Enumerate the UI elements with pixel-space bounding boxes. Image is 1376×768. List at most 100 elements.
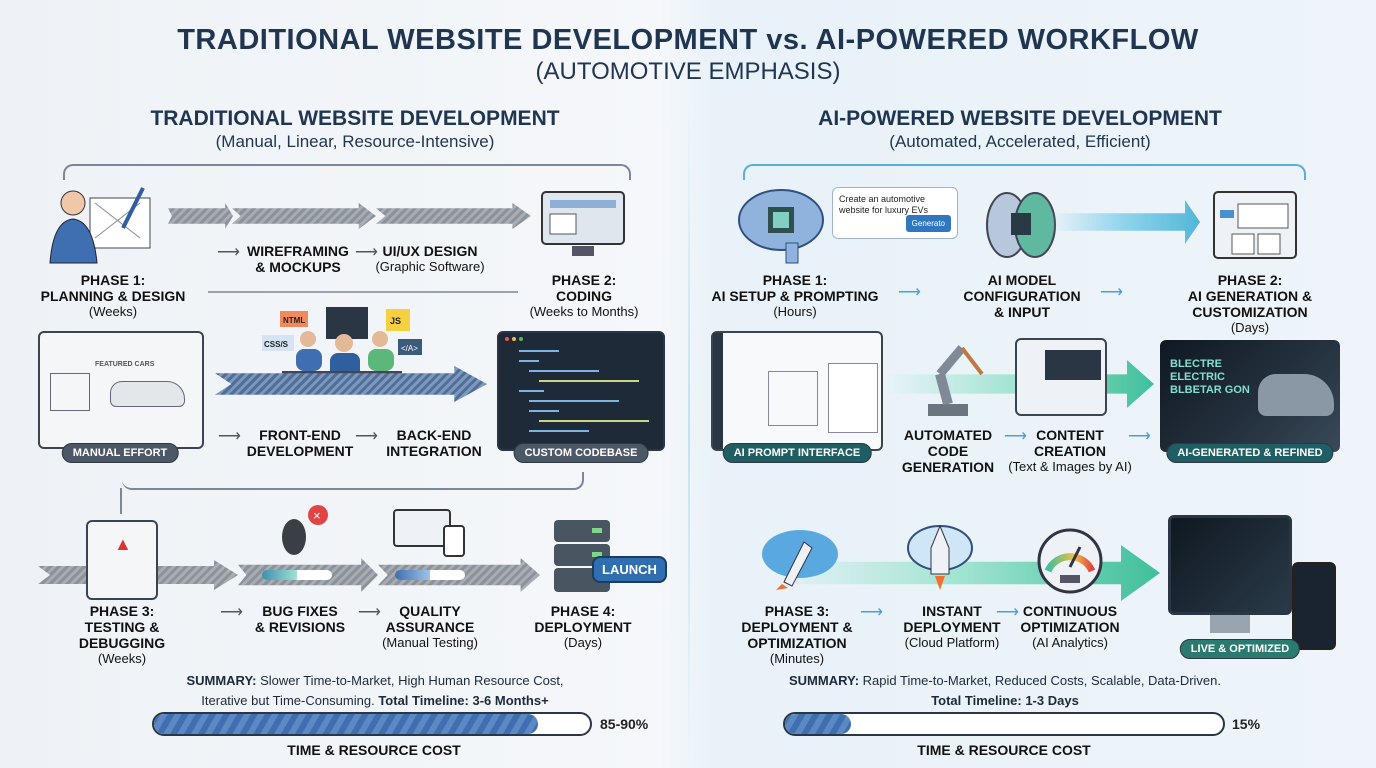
- traditional-cost-percent: 85-90%: [600, 716, 649, 732]
- label-line: FRONT-END: [259, 427, 341, 443]
- traditional-subheading: (Manual, Linear, Resource-Intensive): [215, 132, 495, 151]
- label-line: (AI Analytics): [1032, 635, 1108, 650]
- gauge-icon: [1036, 527, 1104, 595]
- label-line: CONTINUOUS: [1022, 603, 1118, 619]
- sidebar: [713, 333, 723, 449]
- label-line: PHASE 3:: [764, 603, 830, 619]
- glow-arrow: [1050, 200, 1200, 244]
- mockup-text: FEATURED CARS: [95, 361, 155, 368]
- code-lines: [505, 337, 649, 432]
- traditional-cost-bar: [152, 712, 592, 736]
- testing-browser-icon: ▲: [86, 520, 158, 600]
- label-line: ASSURANCE: [385, 619, 475, 635]
- flow-arrow: [168, 203, 233, 229]
- label-line: AI SETUP & PROMPTING: [711, 288, 879, 304]
- summary-label: SUMMARY:: [788, 673, 860, 688]
- label-line: AI MODEL: [987, 272, 1057, 288]
- label-line: DEVELOPMENT: [246, 443, 354, 459]
- ai-subheading: (Automated, Accelerated, Efficient): [889, 132, 1151, 151]
- small-arrow-icon: ⟶: [220, 604, 243, 621]
- center-divider: [688, 100, 690, 760]
- phase3-label: PHASE 3:TESTING &DEBUGGING(Weeks): [79, 603, 165, 667]
- main-title: TRADITIONAL WEBSITE DEVELOPMENT vs. AI-P…: [177, 24, 1199, 56]
- small-arrow-icon: ⟶: [358, 604, 381, 621]
- chat-panel: [828, 363, 878, 433]
- brain-chip-icon: [736, 185, 826, 265]
- phase4-label: PHASE 4:DEPLOYMENT(Days): [534, 603, 631, 651]
- ai-phase2-label: PHASE 2:AI GENERATION &CUSTOMIZATION(Day…: [1188, 272, 1312, 336]
- manual-effort-badge: MANUAL EFFORT: [61, 443, 179, 463]
- ai-phase1-label: PHASE 1:AI SETUP & PROMPTING(Hours): [712, 272, 879, 320]
- flow-arrow: [232, 203, 376, 229]
- small-arrow-icon: ⟶: [1128, 428, 1151, 445]
- uiux-label: UI/UX DESIGN(Graphic Software): [375, 243, 484, 275]
- small-arrow-icon: ⟶: [996, 604, 1019, 621]
- svg-text:×: ×: [313, 508, 321, 523]
- cloud-rocket-icon: [756, 520, 840, 590]
- prompt-bubble[interactable]: Create an automotive website for luxury …: [832, 187, 958, 239]
- wireframe: [768, 371, 818, 426]
- prompt-text: Create an automotive website for luxury …: [839, 194, 929, 215]
- label-line: (Cloud Platform): [904, 635, 1000, 650]
- label-line: BACK-END: [396, 427, 472, 443]
- image-placeholder: [50, 373, 90, 411]
- code-editor: [497, 331, 665, 451]
- content-creation-window: [1015, 338, 1107, 416]
- live-website-monitor: [1168, 515, 1292, 615]
- label-line: CODE: [927, 443, 969, 459]
- bracket: [743, 164, 1306, 180]
- label-line: & INPUT: [994, 304, 1050, 320]
- css-tag: CSS/S: [264, 340, 289, 349]
- bugfixes-label: BUG FIXES& REVISIONS: [255, 603, 345, 635]
- generate-button[interactable]: Generato: [905, 215, 951, 232]
- label-line: AUTOMATED: [903, 427, 993, 443]
- label-line: INTEGRATION: [386, 443, 482, 459]
- cost-bar-fill: [154, 714, 538, 734]
- ai-generated-badge: AI-GENERATED & REFINED: [1166, 443, 1334, 463]
- flow-arrow: [376, 203, 531, 229]
- ai-generated-website: BLECTRE ELECTRIC BLBETAR GON: [1160, 340, 1340, 452]
- label-line: AI GENERATION &: [1187, 288, 1313, 304]
- ai-phase3-label: PHASE 3:DEPLOYMENT &OPTIMIZATION(Minutes…: [741, 603, 852, 667]
- ai-prompt-interface: [711, 331, 883, 451]
- planner-icon: [45, 183, 160, 265]
- label-line: DEPLOYMENT: [534, 619, 632, 635]
- live-optimized-badge: LIVE & OPTIMIZED: [1179, 639, 1301, 659]
- connector-line: [120, 488, 122, 514]
- label-line: INSTANT: [922, 603, 982, 619]
- traditional-summary: SUMMARY: Slower Time-to-Market, High Hum…: [186, 671, 563, 711]
- progress-icon: [395, 570, 465, 580]
- label-line: (Text & Images by AI): [1008, 459, 1132, 474]
- label-line: PHASE 1:: [80, 272, 146, 288]
- label-line: (Graphic Software): [375, 259, 485, 274]
- car-image: [1258, 374, 1334, 416]
- ai-brain-icon: [985, 185, 1057, 265]
- small-arrow-icon: ⟶: [898, 284, 921, 301]
- connector-line: [122, 472, 584, 490]
- label-line: OPTIMIZATION: [1020, 619, 1120, 635]
- label-line: WIREFRAMING: [247, 243, 349, 259]
- site-headline: BLECTRE ELECTRIC BLBETAR GON: [1170, 358, 1250, 396]
- label-line: PHASE 2:: [551, 272, 617, 288]
- launch-button[interactable]: LAUNCH: [592, 556, 667, 583]
- label-line: BUG FIXES: [262, 603, 338, 619]
- summary-timeline: Total Timeline: 3-6 Months+: [378, 693, 549, 708]
- label-line: CREATION: [1033, 443, 1107, 459]
- label-line: UI/UX DESIGN: [382, 243, 478, 259]
- small-arrow-icon: ⟶: [217, 244, 240, 261]
- phone-icon: [1292, 562, 1336, 650]
- small-arrow-icon: ⟶: [355, 428, 378, 445]
- bug-icon: ×: [268, 505, 332, 559]
- ai-summary: SUMMARY: Rapid Time-to-Market, Reduced C…: [789, 671, 1221, 711]
- traditional-cost-label: TIME & RESOURCE COST: [287, 742, 461, 758]
- cloud-rocket-icon: [905, 518, 975, 592]
- label-line: (Hours): [773, 304, 817, 319]
- label-line: CODING: [555, 288, 612, 304]
- ai-cost-bar: [783, 712, 1225, 736]
